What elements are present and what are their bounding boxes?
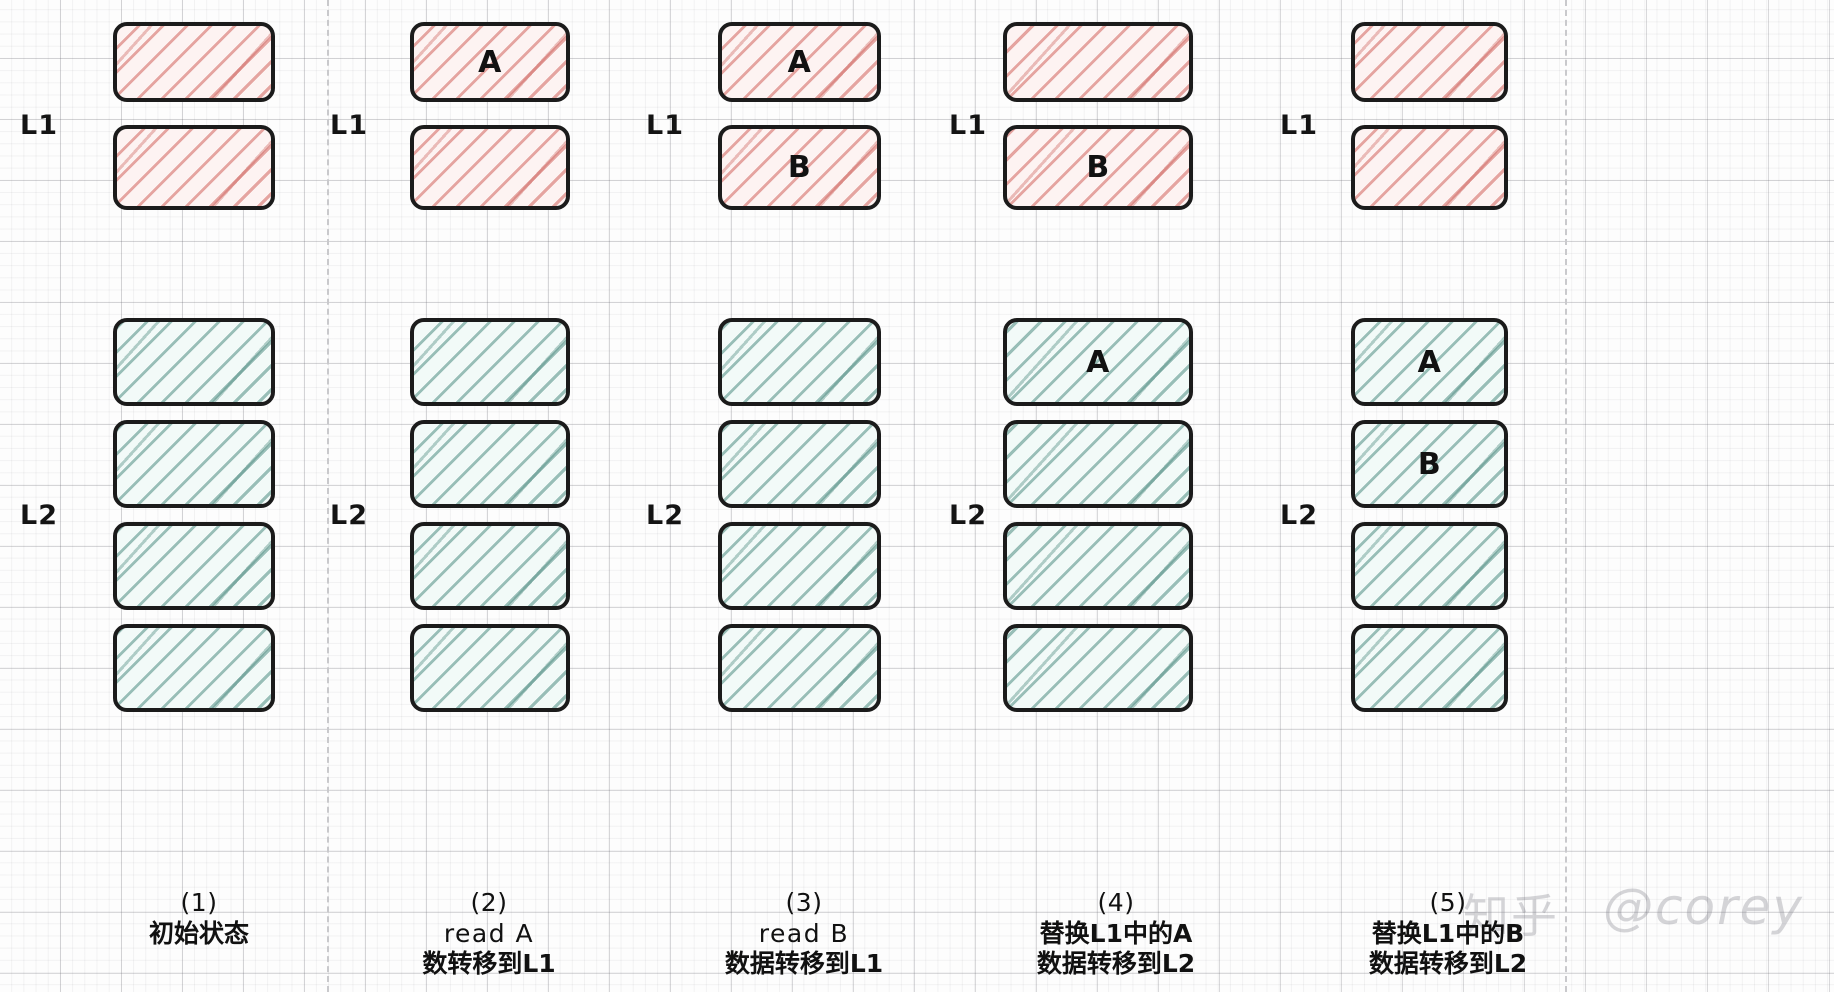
level-label-l1: L1 [646,110,684,141]
l1-cache-line[interactable] [113,22,275,102]
hatch-overlay [414,526,566,606]
step-caption-line: 数据转移到L1 [724,949,884,978]
step-number: (2) [470,888,508,917]
hatch-overlay [117,526,271,606]
hatch-overlay [722,424,877,504]
l2-cache-line[interactable] [410,522,570,610]
cache-line-tag: A [478,44,502,80]
hatch-overlay [414,628,566,708]
cache-line-tag: A [1086,344,1110,380]
l1-cache-line[interactable]: A [718,22,881,102]
level-label-l1: L1 [1280,110,1318,141]
hatch-overlay [414,129,566,206]
l2-cache-line[interactable] [1003,522,1193,610]
l2-cache-line[interactable] [1003,420,1193,508]
step-caption-line: 初始状态 [148,918,249,948]
column-separator-left [327,0,329,992]
level-label-l2: L2 [330,500,368,531]
hatch-overlay [1007,526,1189,606]
hatch-overlay [117,322,271,402]
l2-cache-line[interactable] [113,624,275,712]
step-caption-line: read A [443,918,535,948]
l2-cache-line[interactable] [113,420,275,508]
hatch-overlay [414,322,566,402]
l2-cache-line[interactable] [718,624,881,712]
hatch-overlay [1007,628,1189,708]
level-label-l2: L2 [20,500,58,531]
l1-cache-line[interactable]: A [410,22,570,102]
level-label-l2: L2 [646,500,684,531]
hatch-overlay [722,322,877,402]
l2-cache-line[interactable] [113,522,275,610]
level-label-l1: L1 [330,110,368,141]
step-number: (4) [1097,888,1135,917]
step-caption: (1)初始状态 [19,888,379,949]
watermark-logo: 知乎 [1463,889,1559,943]
step-number: (5) [1429,888,1467,917]
l2-cache-line[interactable]: B [1351,420,1508,508]
l1-cache-line[interactable] [1003,22,1193,102]
level-label-l1: L1 [20,110,58,141]
hatch-overlay [1355,26,1504,98]
step-number: (3) [785,888,823,917]
hatch-overlay [1007,26,1189,98]
level-label-l1: L1 [949,110,987,141]
step-caption-line: 数据转移到L2 [1036,949,1196,978]
step-caption-line: read B [758,918,850,948]
hatch-overlay [722,628,877,708]
l2-cache-line[interactable] [113,318,275,406]
cache-line-tag: B [787,150,812,185]
hatch-overlay [1355,129,1504,206]
l2-cache-line[interactable] [1003,624,1193,712]
hatch-overlay [117,424,271,504]
l2-cache-line[interactable] [410,624,570,712]
l2-cache-line[interactable] [718,420,881,508]
l1-cache-line[interactable] [1351,22,1508,102]
l1-cache-line[interactable]: B [1003,125,1193,210]
cache-line-tag: A [1417,344,1442,380]
hatch-overlay [1355,628,1504,708]
level-label-l2: L2 [949,500,987,531]
l2-cache-line[interactable] [410,318,570,406]
l1-cache-line[interactable] [113,125,275,210]
hatch-overlay [722,526,877,606]
hatch-overlay [117,628,271,708]
hatch-overlay [117,26,271,98]
step-number: (1) [180,888,218,917]
hatch-overlay [117,129,271,206]
l2-cache-line[interactable] [718,318,881,406]
l1-cache-line[interactable] [410,125,570,210]
step-caption-line: 替换L1中的A [1039,918,1193,948]
l2-cache-line[interactable]: A [1003,318,1193,406]
l2-cache-line[interactable]: A [1351,318,1508,406]
hatch-overlay [414,424,566,504]
hatch-overlay [1007,424,1189,504]
watermark-handle: @corey [1603,878,1804,936]
level-label-l2: L2 [1280,500,1318,531]
cache-line-tag: A [787,44,812,80]
cache-line-tag: B [1086,150,1110,185]
step-caption-line: 数转移到L1 [422,949,556,978]
l2-cache-line[interactable] [718,522,881,610]
l2-cache-line[interactable] [1351,522,1508,610]
column-separator-right [1565,0,1567,992]
hatch-overlay [1355,526,1504,606]
step-caption-line: 数据转移到L2 [1368,949,1528,978]
l1-cache-line[interactable] [1351,125,1508,210]
l1-cache-line[interactable]: B [718,125,881,210]
step-caption-line: 替换L1中的B [1371,918,1525,948]
cache-line-tag: B [1417,446,1442,482]
l2-cache-line[interactable] [410,420,570,508]
l2-cache-line[interactable] [1351,624,1508,712]
